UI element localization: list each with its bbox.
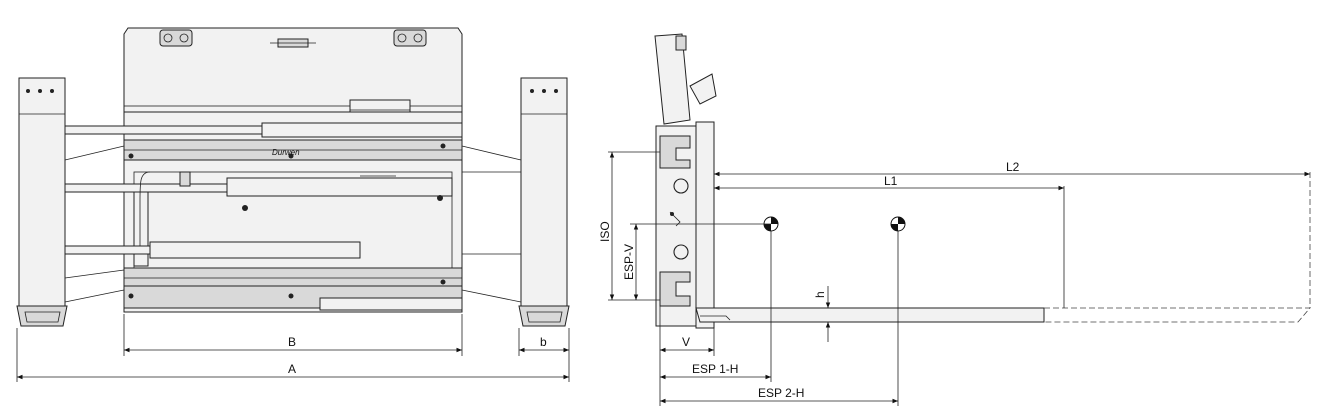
- load-center-2: [890, 216, 906, 232]
- side-view: L2 L1 ISO ESP-V h: [598, 33, 1311, 406]
- fork-arm-lines: [64, 125, 522, 303]
- carriage-side: [655, 121, 715, 329]
- dimension-L1: L1: [714, 174, 1064, 191]
- dimension-h: h: [813, 286, 831, 342]
- dimension-b: b: [518, 328, 570, 356]
- dim-label-b: b: [540, 335, 547, 349]
- dimension-ESP-1-H: ESP 1-H: [660, 362, 771, 380]
- dim-label-V: V: [682, 335, 690, 349]
- lower-slide-rail: [123, 267, 463, 311]
- top-bracket: [654, 33, 717, 125]
- hydraulic-cylinders: [64, 122, 463, 259]
- dim-label-h: h: [813, 291, 827, 298]
- dimension-B: B: [123, 314, 463, 356]
- dim-label-A: A: [288, 362, 296, 376]
- dim-label-L2: L2: [1006, 160, 1020, 174]
- dimension-ISO: ISO: [598, 151, 660, 301]
- dimension-ESP-V: ESP-V: [622, 223, 771, 300]
- right-fork-mast: [518, 77, 570, 327]
- dim-label-B: B: [288, 335, 296, 349]
- dim-label-L1: L1: [884, 174, 898, 188]
- dim-label-ESP-V: ESP-V: [622, 244, 636, 280]
- dim-label-ESP-2-H: ESP 2-H: [758, 386, 804, 400]
- dimension-A: A: [16, 328, 570, 382]
- brand-label: Durwen: [272, 148, 300, 157]
- fork-blade: [695, 172, 1311, 323]
- dimension-V: V: [660, 335, 714, 353]
- dim-label-ISO: ISO: [598, 221, 612, 242]
- dim-label-ESP-1-H: ESP 1-H: [692, 362, 738, 376]
- front-view: Durwen: [16, 27, 570, 382]
- dimension-L2: L2: [714, 160, 1310, 177]
- dimension-ESP-2-H: ESP 2-H: [660, 386, 898, 404]
- upper-slide-rail: Durwen: [123, 139, 463, 161]
- left-fork-mast: [16, 77, 68, 327]
